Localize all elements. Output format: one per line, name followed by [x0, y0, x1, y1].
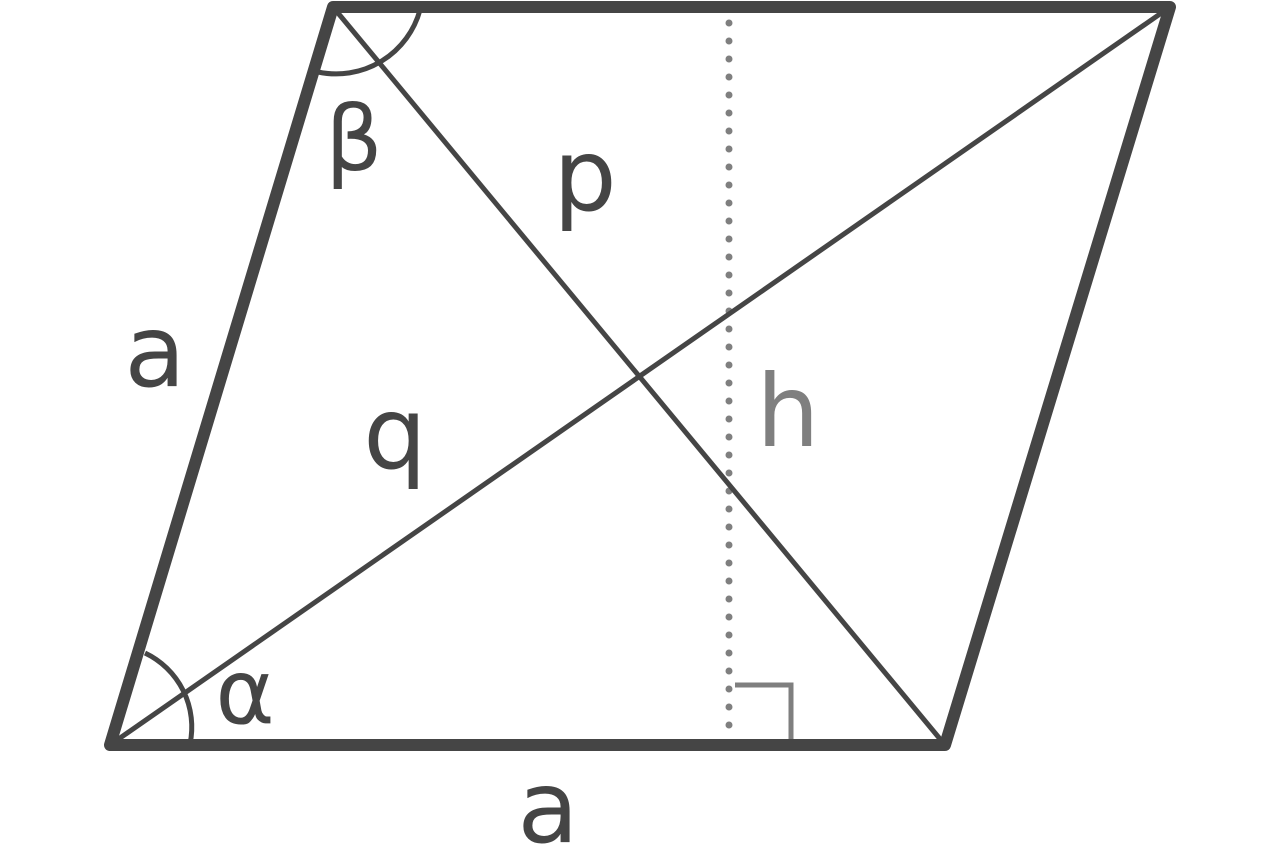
rhombus-outline — [104, 1, 1176, 751]
right-angle-marker — [735, 682, 794, 742]
label-angle-beta: β — [325, 87, 382, 192]
label-diagonal-q: q — [363, 375, 426, 492]
label-angle-alpha: α — [215, 640, 274, 745]
label-height: h — [756, 353, 819, 470]
label-diagonal-p: p — [553, 117, 616, 234]
label-side-left: a — [124, 293, 185, 410]
diagonal-q — [108, 4, 1172, 748]
angle-beta-arc — [317, 9, 423, 77]
label-side-bottom: a — [517, 749, 578, 854]
angle-alpha-arc — [143, 650, 195, 745]
